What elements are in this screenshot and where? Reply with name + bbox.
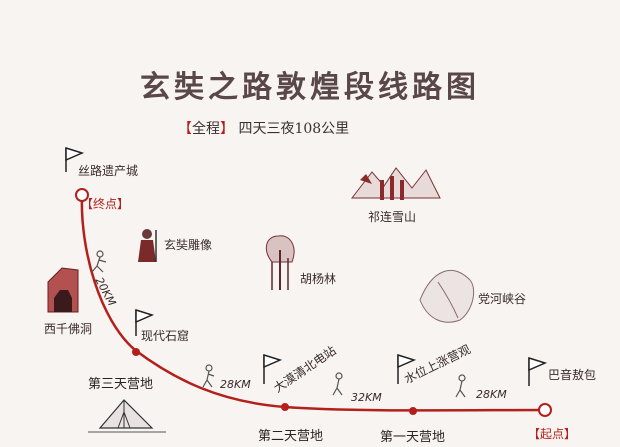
- end-point-name: 丝路遗产城: [78, 164, 139, 178]
- camp-label-1: 第一天营地: [380, 430, 446, 445]
- summary-bracket-close: 】: [220, 121, 234, 137]
- cave-icon: [47, 267, 79, 313]
- camp-label-3: 第三天营地: [88, 377, 154, 392]
- canyon-icon: [419, 270, 475, 323]
- camp-marker-1: [409, 407, 417, 415]
- flag-icon: [65, 146, 548, 386]
- landmark-poplar-forest: 胡杨林: [300, 272, 337, 286]
- mountain-icon: [350, 167, 441, 200]
- start-marker: [538, 403, 552, 417]
- page-title: 玄奘之路敦煌段线路图: [140, 70, 480, 105]
- route-line: [80, 194, 546, 412]
- tent-icon: [88, 399, 166, 433]
- landmark-danghe-canyon: 党河峡谷: [478, 292, 527, 306]
- waypoint-label-3: 现代石窟: [141, 329, 190, 343]
- route-summary: 【全程】 四天三夜108公里: [178, 118, 349, 138]
- landmark-xuanzang-statue: 玄奘雕像: [164, 238, 213, 252]
- camp-label-2: 第二天营地: [258, 429, 324, 444]
- tree-icon: [265, 235, 295, 290]
- landmark-west-thousand-buddha-caves: 西千佛洞: [44, 322, 93, 336]
- distance-label-3: 28KM: [220, 378, 251, 391]
- summary-label: 全程: [192, 121, 220, 137]
- camp-marker-3: [132, 348, 140, 356]
- distance-label-1: 28KM: [476, 388, 507, 401]
- distance-label-2: 32KM: [351, 391, 382, 404]
- start-point-tag: 【起点】: [528, 427, 577, 441]
- hiker-icon: [91, 250, 466, 398]
- start-point-name: 巴音敖包: [548, 368, 597, 382]
- summary-bracket-open: 【: [178, 121, 192, 137]
- statue-icon: [138, 229, 157, 262]
- end-marker: [75, 188, 89, 202]
- summary-text: 四天三夜108公里: [238, 121, 350, 137]
- landmark-qilian-mountains: 祁连雪山: [368, 210, 417, 224]
- camp-marker-2: [281, 403, 289, 411]
- end-point-tag: 【终点】: [81, 197, 130, 211]
